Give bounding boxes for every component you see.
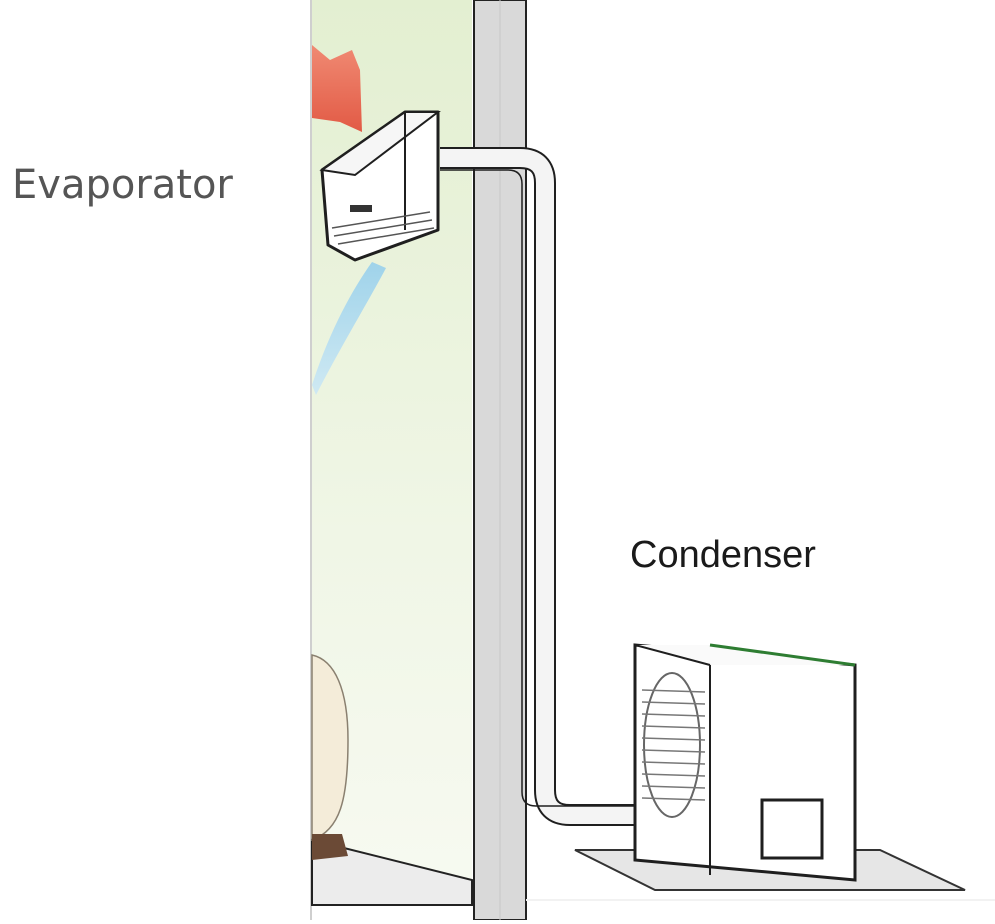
- service-valve-box: [760, 798, 824, 860]
- condenser-unit: [633, 643, 857, 882]
- evaporator-unit: [319, 110, 441, 262]
- condenser-fan-grille: [643, 672, 701, 818]
- cool-air-arrow-icon: [312, 262, 386, 395]
- warm-air-arrow-icon: [312, 45, 362, 132]
- vase-base: [312, 834, 348, 860]
- refrigerant-pipe-inner: [440, 149, 760, 824]
- vase: [311, 654, 349, 842]
- indoor-floor: [311, 838, 473, 906]
- condenser-label: Condenser: [630, 534, 816, 576]
- refrigerant-pipe-divider: [440, 169, 760, 807]
- evaporator-label: Evaporator: [12, 162, 233, 208]
